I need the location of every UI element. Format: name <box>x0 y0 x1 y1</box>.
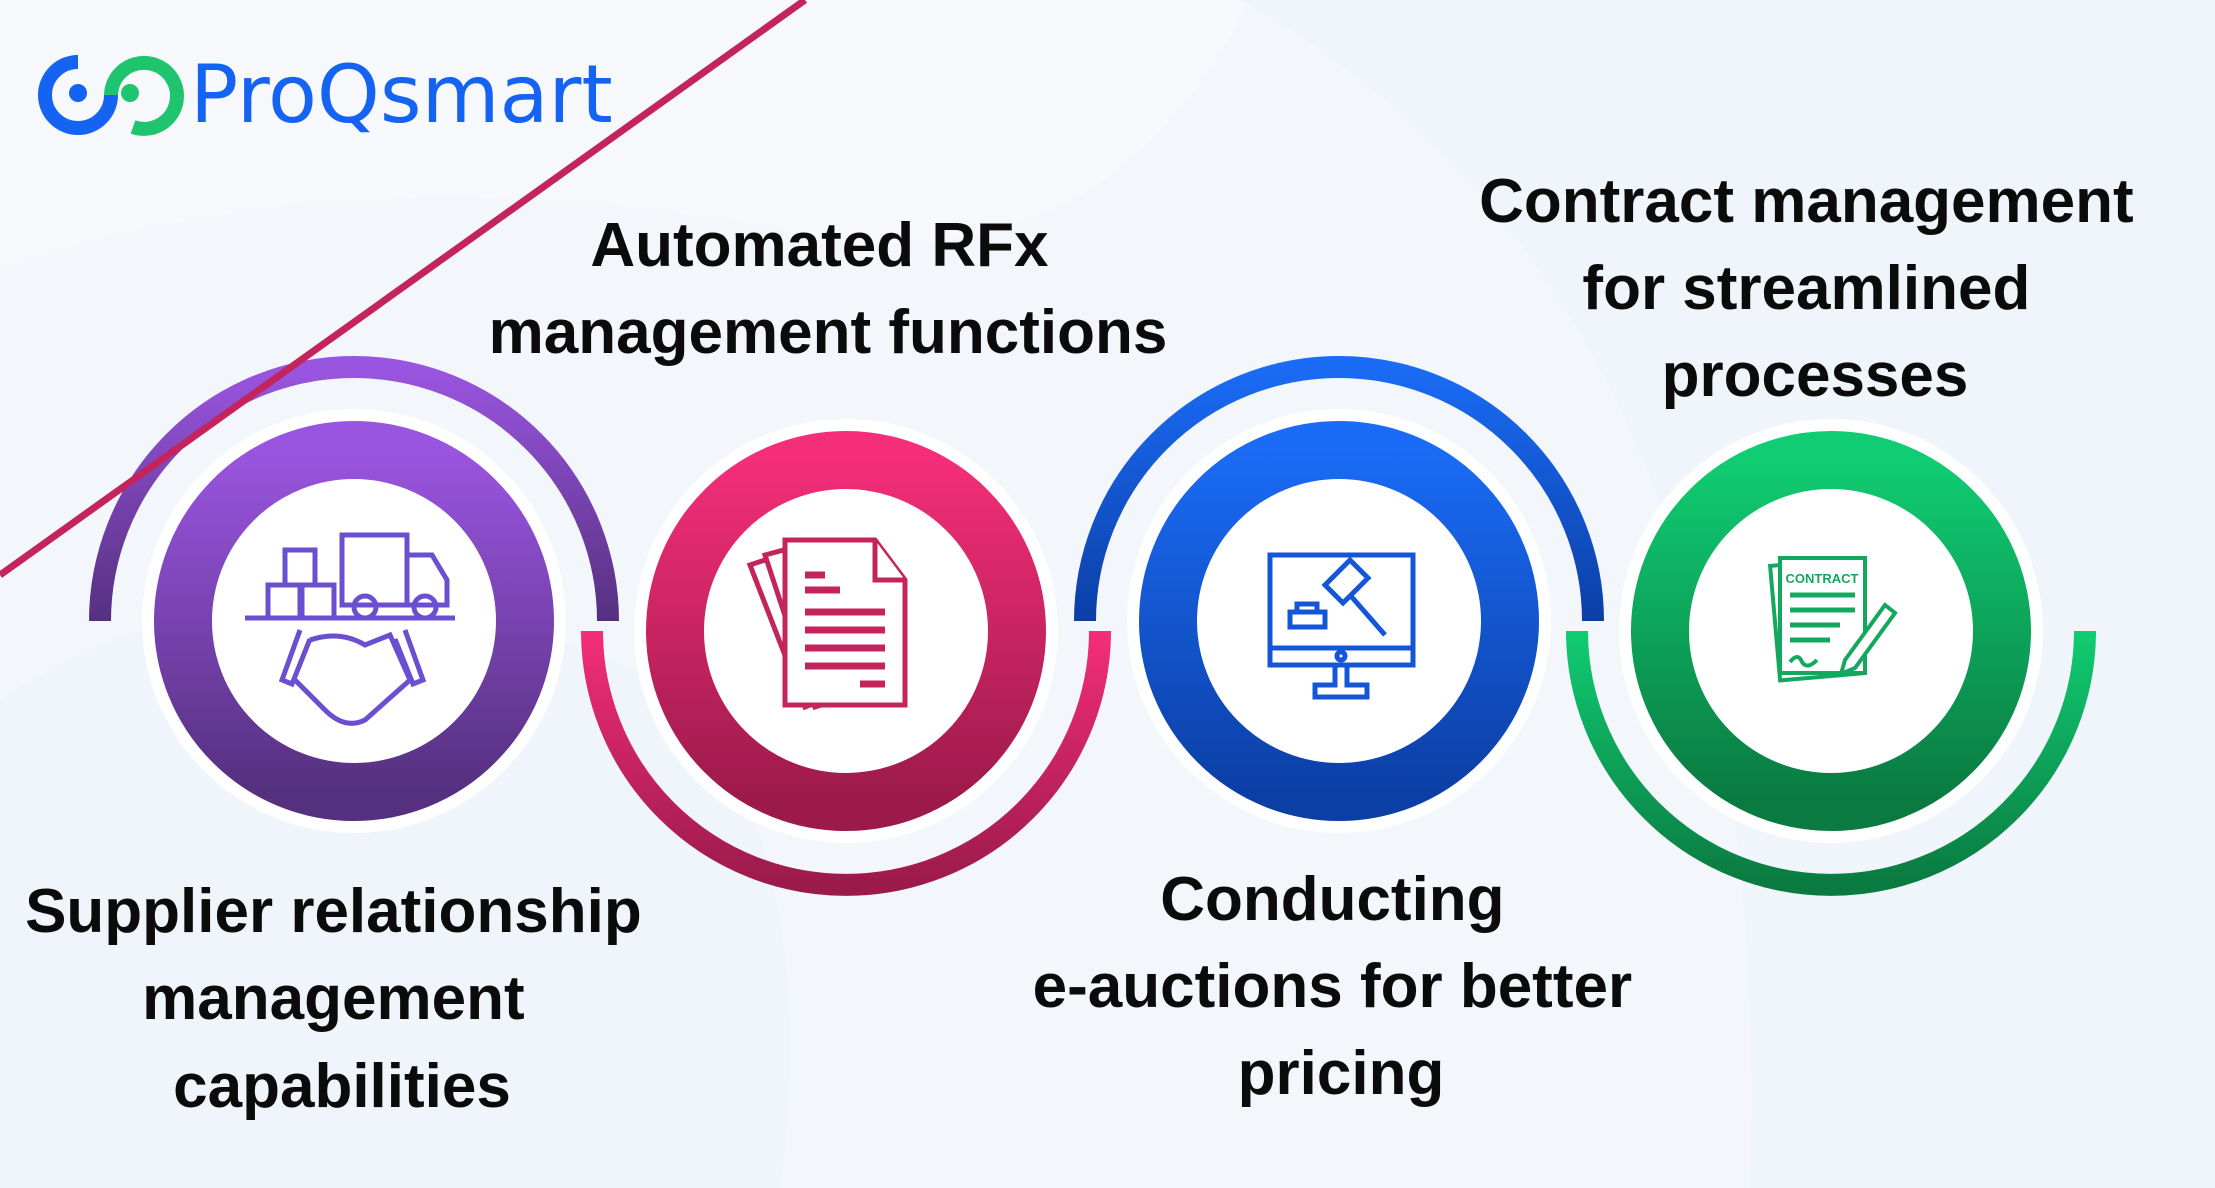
brand-name: ProQsmart <box>190 48 613 141</box>
connector-arc <box>1566 630 2096 896</box>
connector-arc <box>1074 356 1604 622</box>
contract-pen-icon: CONTRACT <box>1767 556 1898 683</box>
background-shape <box>0 0 1250 270</box>
step-ring <box>154 421 554 821</box>
step-title: Supplier relationship management capabil… <box>25 877 659 1121</box>
step-ring <box>1139 421 1539 821</box>
connector-arc <box>89 356 619 622</box>
step-title: Conducting e-auctions for better pricing <box>1033 865 1650 1108</box>
step-ring <box>646 431 1046 831</box>
contract-icon-label: CONTRACT <box>1786 571 1859 586</box>
step-automated-rfx: Automated RFx management functions <box>0 0 1168 896</box>
step-ring <box>1631 431 2031 831</box>
truck-handshake-icon <box>245 532 455 726</box>
brand-logo: ProQsmart <box>38 48 613 141</box>
step-title: Contract management for streamlined proc… <box>1479 167 2151 410</box>
documents-icon <box>0 0 908 711</box>
connector-arc <box>581 630 1111 896</box>
step-title: Automated RFx management functions <box>489 211 1168 367</box>
step-contract-management: CONTRACT Contract management for streaml… <box>1479 167 2151 896</box>
step-e-auctions: Conducting e-auctions for better pricing <box>1033 356 1650 1108</box>
step-supplier-relationship: Supplier relationship management capabil… <box>25 356 659 1121</box>
auction-monitor-icon <box>1267 552 1416 700</box>
logo-mark-icon <box>38 55 184 136</box>
